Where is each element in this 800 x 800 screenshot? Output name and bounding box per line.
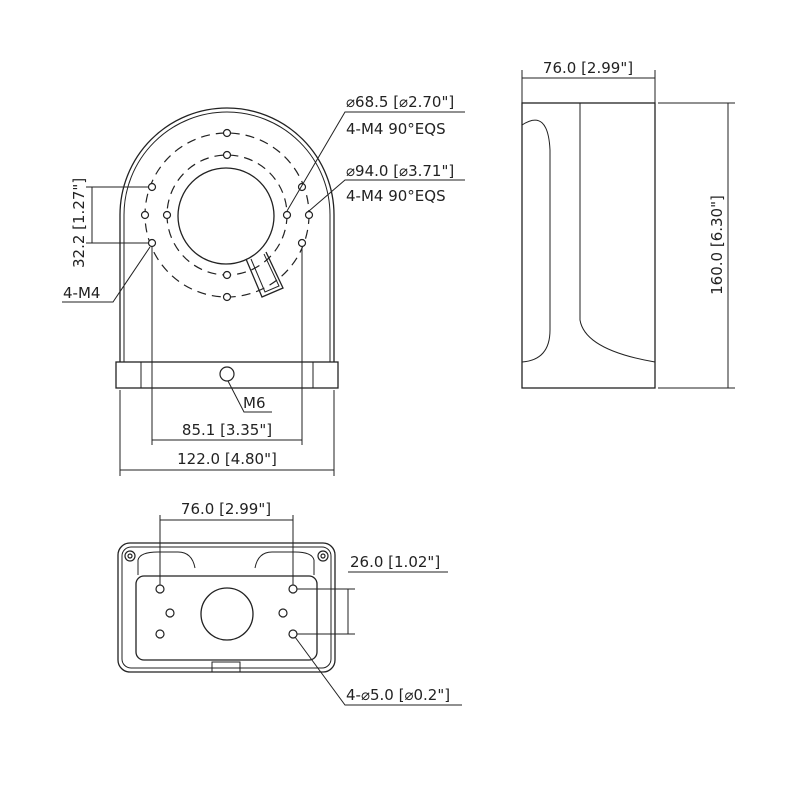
inner-pcd-label: ⌀94.0 [⌀3.71"] bbox=[346, 162, 454, 180]
side-height-label: 160.0 [6.30"] bbox=[708, 195, 726, 295]
hole-spacing-y-label: 26.0 [1.02"] bbox=[350, 553, 440, 571]
side-view: 76.0 [2.99"] 160.0 [6.30"] bbox=[521, 59, 735, 389]
mounting-plate bbox=[135, 575, 318, 661]
side-body-outline bbox=[521, 102, 656, 389]
outer-pcd-label: ⌀68.5 [⌀2.70"] bbox=[346, 93, 454, 111]
mount-holes bbox=[140, 128, 314, 302]
side-depth-label: 76.0 [2.99"] bbox=[543, 59, 633, 77]
side-spacing-label: 32.2 [1.27"] bbox=[70, 178, 88, 268]
front-body-outline bbox=[119, 107, 335, 362]
front-view: ⌀68.5 [⌀2.70"] 4-M4 90°EQS ⌀94.0 [⌀3.71"… bbox=[62, 93, 465, 476]
hole-spacing-label: 85.1 [3.35"] bbox=[182, 421, 272, 439]
hole-spacing-x-label: 76.0 [2.99"] bbox=[181, 500, 271, 518]
inner-pcd-holes-label: 4-M4 90°EQS bbox=[346, 187, 446, 205]
bottom-outline bbox=[117, 542, 336, 673]
front-base bbox=[115, 361, 339, 389]
plate-holes bbox=[155, 584, 298, 639]
m6-hole bbox=[219, 366, 235, 382]
overall-width-label: 122.0 [4.80"] bbox=[177, 450, 277, 468]
cable-hole bbox=[177, 167, 275, 265]
cable-hole bbox=[200, 587, 254, 641]
bottom-view: 76.0 [2.99"] 26.0 [1.02"] 4-⌀5.0 [⌀0.2"] bbox=[117, 500, 462, 706]
cable-tab bbox=[245, 251, 284, 298]
mount-holes-label: 4-⌀5.0 [⌀0.2"] bbox=[346, 686, 450, 704]
outer-pcd-holes-label: 4-M4 90°EQS bbox=[346, 120, 446, 138]
side-holes-label: 4-M4 bbox=[63, 284, 100, 302]
m6-label: M6 bbox=[243, 394, 266, 412]
